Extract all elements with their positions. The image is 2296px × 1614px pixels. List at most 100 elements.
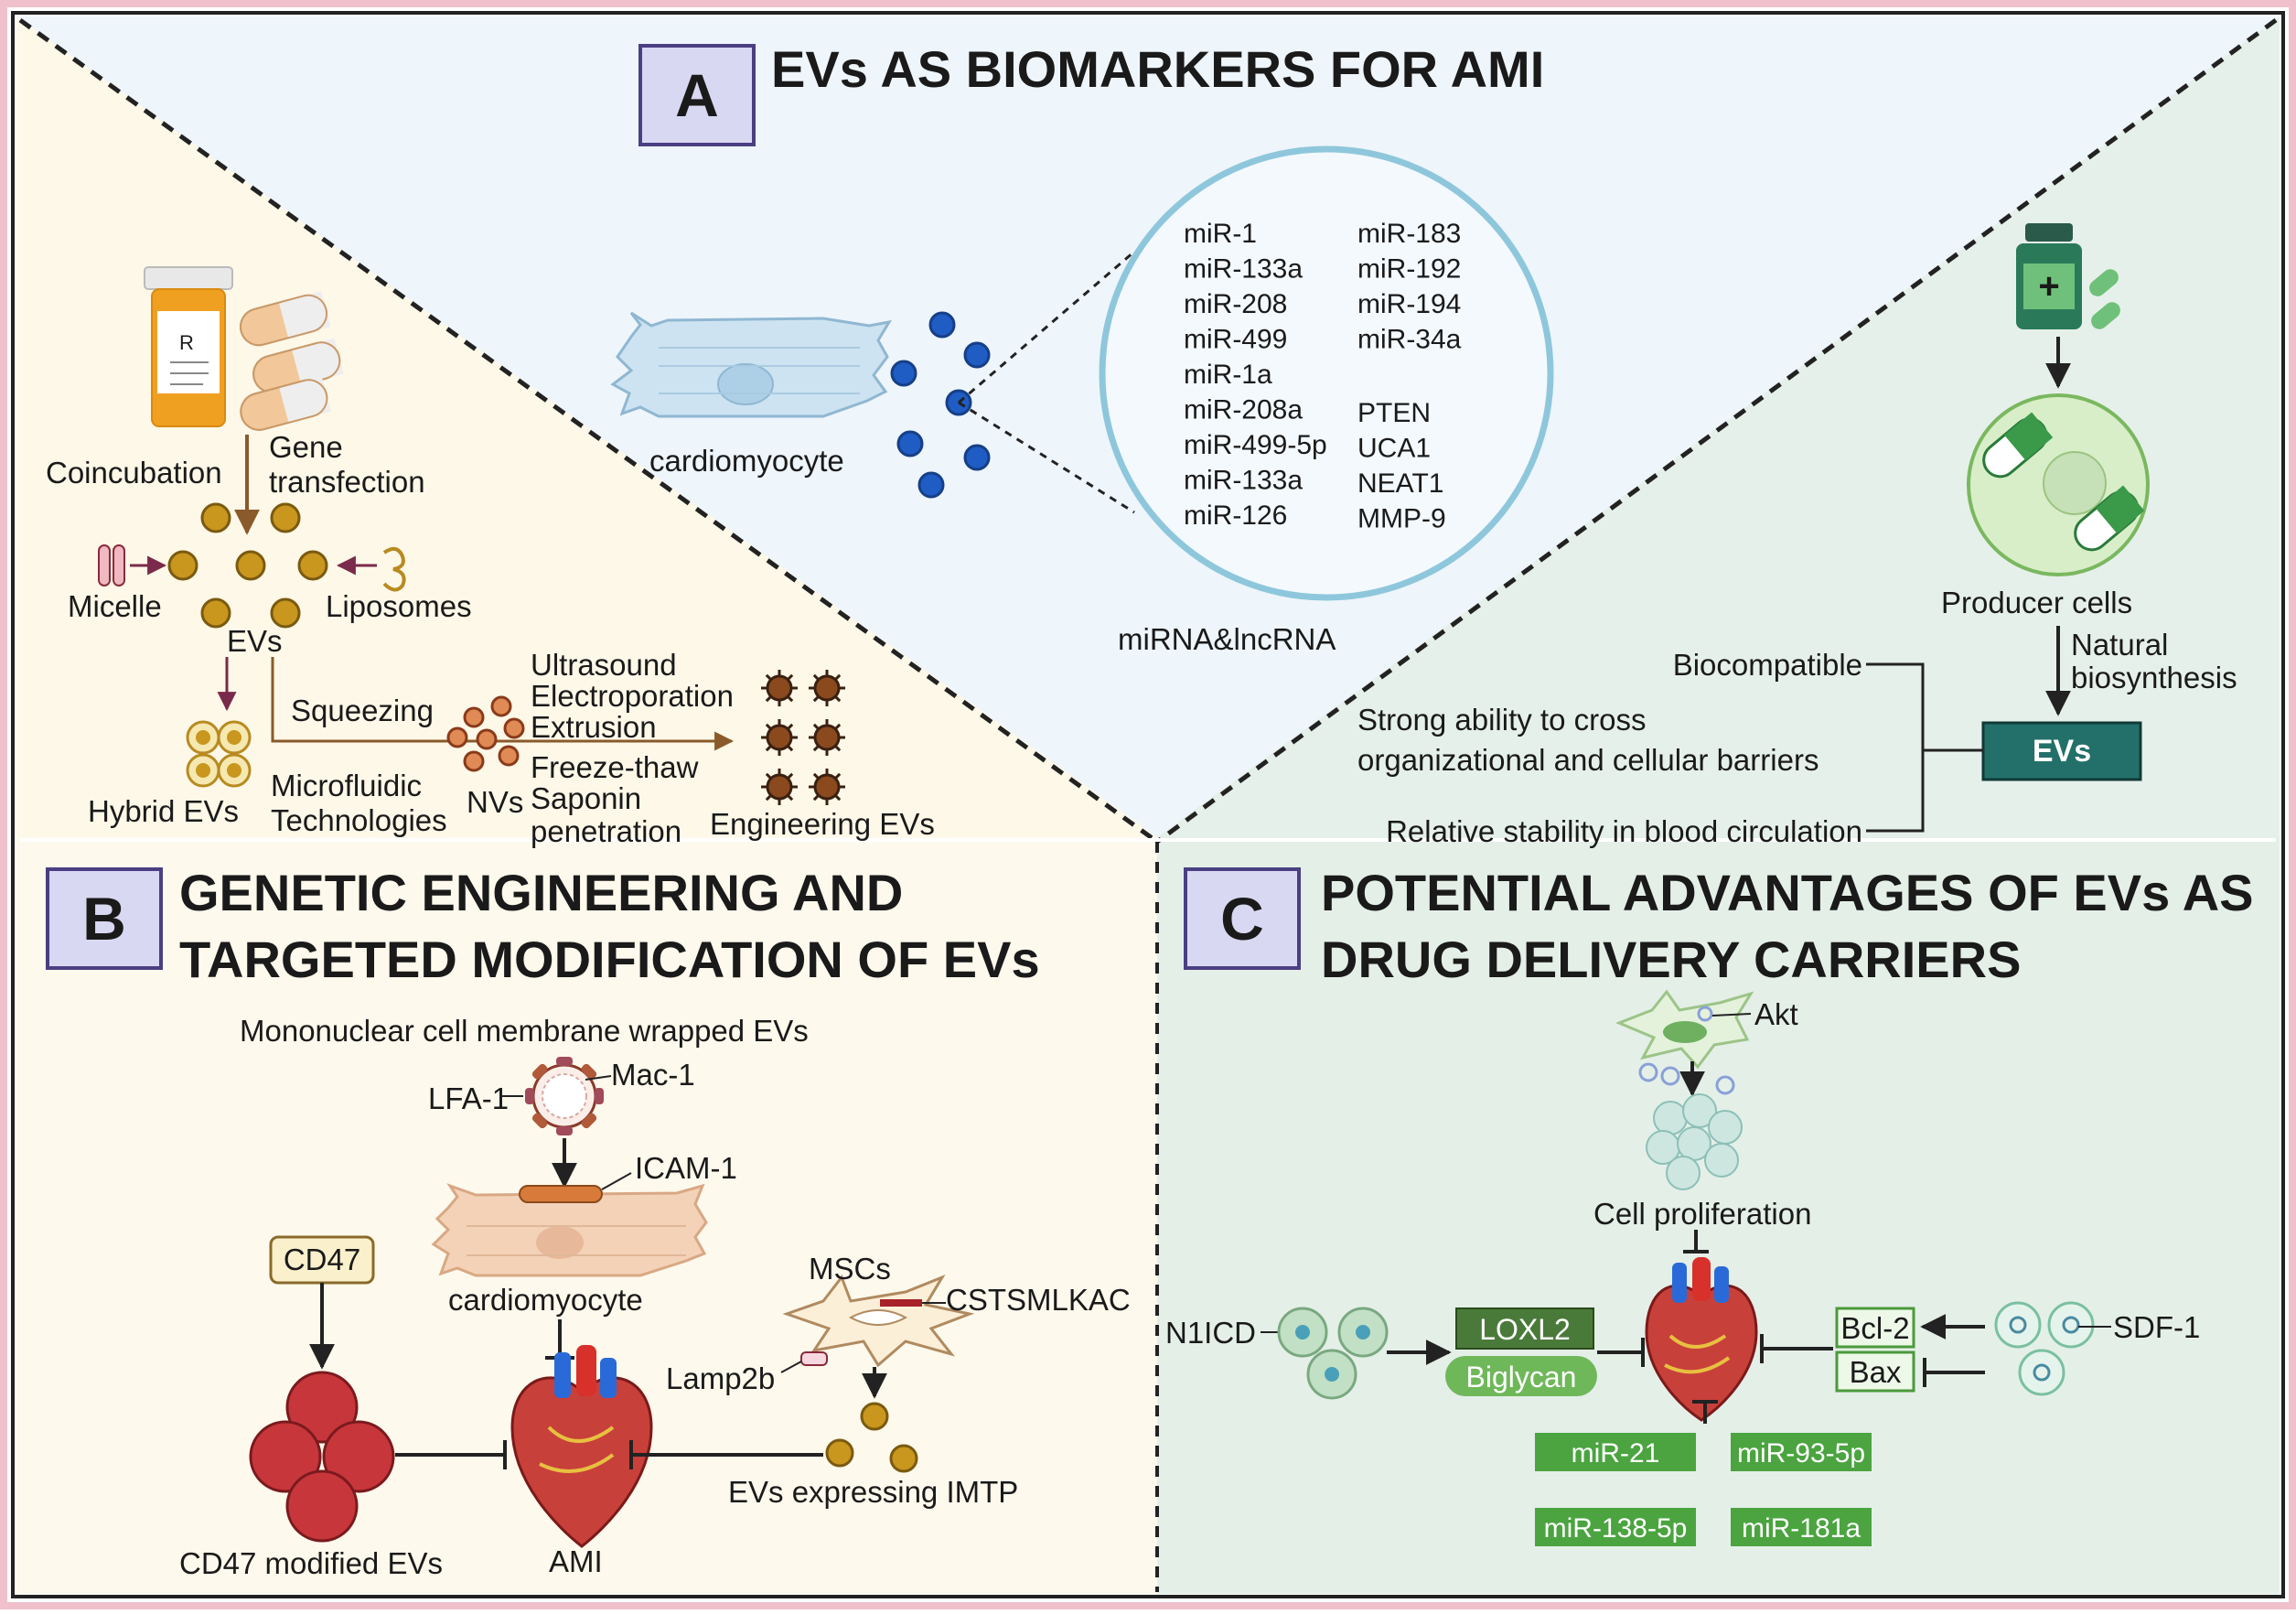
micelle-icon bbox=[98, 544, 125, 586]
left-marker-8: miR-126 bbox=[1184, 500, 1287, 531]
blue-ev-cluster bbox=[890, 311, 991, 499]
label-electroporation: Electroporation bbox=[531, 679, 734, 713]
panel-c-letter-box bbox=[1184, 867, 1301, 970]
label-nvs: NVs bbox=[467, 785, 523, 819]
engineering-ev-0 bbox=[761, 670, 798, 706]
label-cell-proliferation: Cell proliferation bbox=[1593, 1197, 1811, 1231]
receptor-7 bbox=[581, 1063, 597, 1080]
engineering-ev-4 bbox=[761, 769, 798, 805]
drug-bottle-icon: + bbox=[2016, 223, 2082, 329]
icam1-pointer bbox=[601, 1172, 632, 1190]
panel-b-title-line2: TARGETED MODIFICATION OF EVs bbox=[179, 931, 1040, 988]
label-extrusion: Extrusion bbox=[531, 710, 657, 744]
nvs-cluster bbox=[446, 695, 525, 772]
label-bcl2: Bcl-2 bbox=[1840, 1311, 1909, 1345]
cd47-modified-evs-icon bbox=[249, 1371, 395, 1543]
evs-box-label: EVs bbox=[2033, 734, 2091, 769]
left-marker-0: miR-1 bbox=[1184, 219, 1257, 249]
receptor-0 bbox=[595, 1088, 604, 1104]
label-saponin: Saponin bbox=[531, 781, 641, 815]
label-loxl2: LOXL2 bbox=[1479, 1313, 1571, 1346]
label-natural: Natural bbox=[2071, 628, 2168, 662]
receptor-3 bbox=[531, 1113, 548, 1129]
panel-c-letter: C bbox=[1220, 885, 1264, 952]
label-producer-cells: Producer cells bbox=[1941, 586, 2132, 619]
loxl2-box bbox=[1455, 1307, 1594, 1350]
heart-c-icon bbox=[1645, 1257, 1758, 1422]
left-marker-3: miR-499 bbox=[1184, 325, 1287, 355]
label-squeezing: Squeezing bbox=[291, 694, 434, 727]
label-gene: Gene bbox=[269, 430, 343, 464]
label-micelle: Micelle bbox=[68, 589, 162, 623]
label-cd47-modified: CD47 modified EVs bbox=[179, 1546, 443, 1580]
label-n1icd: N1ICD bbox=[1165, 1316, 1256, 1350]
panel-a-letter: A bbox=[675, 61, 719, 129]
right-marker-bottom-1: UCA1 bbox=[1357, 434, 1431, 464]
zoom-line-top bbox=[958, 250, 1135, 404]
left-marker-2: miR-208 bbox=[1184, 289, 1287, 319]
label-liposomes: Liposomes bbox=[326, 589, 472, 623]
lamp2b-protein bbox=[800, 1351, 828, 1366]
label-mononuclear: Mononuclear cell membrane wrapped EVs bbox=[240, 1014, 809, 1048]
left-marker-7: miR-133a bbox=[1184, 466, 1303, 496]
receptor-4 bbox=[525, 1088, 534, 1104]
panel-b-title-line1: GENETIC ENGINEERING AND bbox=[179, 864, 903, 921]
heart-b-icon bbox=[510, 1345, 653, 1548]
right-marker-top-0: miR-183 bbox=[1357, 219, 1461, 249]
panel-c-background bbox=[1157, 837, 2280, 1594]
label-mir21: miR-21 bbox=[1572, 1438, 1660, 1469]
left-marker-list: miR-1miR-133amiR-208miR-499miR-1amiR-208… bbox=[1184, 219, 1327, 531]
mir181-box bbox=[1731, 1508, 1872, 1546]
engineering-ev-5 bbox=[809, 769, 845, 805]
right-marker-bottom-3: MMP-9 bbox=[1357, 504, 1446, 534]
biomarker-circle bbox=[1099, 145, 1554, 601]
label-biocompatible: Biocompatible bbox=[1673, 648, 1862, 682]
engineering-ev-3 bbox=[809, 719, 845, 756]
label-sdf1: SDF-1 bbox=[2113, 1310, 2200, 1344]
label-coincubation: Coincubation bbox=[46, 456, 222, 490]
left-triangle-background bbox=[16, 16, 1157, 837]
bax-box bbox=[1835, 1350, 1915, 1393]
arrow-squeezing bbox=[271, 657, 735, 751]
label-akt: Akt bbox=[1754, 997, 1798, 1031]
left-marker-4: miR-1a bbox=[1184, 360, 1272, 390]
label-mir181: miR-181a bbox=[1742, 1513, 1861, 1544]
label-penetration: penetration bbox=[531, 814, 681, 848]
left-marker-6: miR-499-5p bbox=[1184, 430, 1327, 460]
panel-a-letter-box bbox=[638, 44, 756, 146]
label-bax: Bax bbox=[1850, 1355, 1902, 1389]
icam1-receptor bbox=[519, 1185, 603, 1203]
divider-left-diagonal bbox=[18, 17, 1159, 845]
label-evs: EVs bbox=[227, 624, 283, 658]
right-marker-top-2: miR-194 bbox=[1357, 289, 1461, 319]
label-ami: AMI bbox=[549, 1544, 603, 1578]
capsules-icon bbox=[239, 291, 344, 431]
svg-text:+: + bbox=[2038, 266, 2059, 307]
label-biglycan: Biglycan bbox=[1466, 1361, 1577, 1393]
producer-cell-icon bbox=[1967, 393, 2150, 576]
label-transfection: transfection bbox=[269, 465, 425, 499]
mir138-box bbox=[1535, 1508, 1696, 1546]
bcl2-box bbox=[1835, 1307, 1915, 1349]
panel-c-title-line1: POTENTIAL ADVANTAGES OF EVs AS bbox=[1321, 864, 2254, 921]
label-icam1: ICAM-1 bbox=[635, 1151, 737, 1185]
right-marker-bottom-0: PTEN bbox=[1357, 398, 1431, 428]
label-freeze-thaw: Freeze-thaw bbox=[531, 750, 699, 784]
lamp2b-pointer bbox=[780, 1361, 802, 1373]
biglycan-box bbox=[1445, 1356, 1597, 1396]
receptor-6 bbox=[556, 1057, 573, 1066]
bracket-advantages bbox=[1866, 662, 1925, 833]
cardiomyocyte-cell bbox=[610, 311, 892, 418]
divider-right-diagonal bbox=[1155, 17, 2278, 845]
label-ultrasound: Ultrasound bbox=[531, 648, 677, 682]
label-technologies: Technologies bbox=[271, 803, 447, 837]
panel-a-circle-caption: miRNA&lncRNA bbox=[1118, 622, 1336, 656]
label-lfa1: LFA-1 bbox=[428, 1081, 509, 1115]
evs-box bbox=[1981, 721, 2142, 781]
label-hybrid-evs: Hybrid EVs bbox=[88, 794, 239, 828]
label-mir93: miR-93-5p bbox=[1737, 1438, 1865, 1469]
sdf1-cells-icon bbox=[1994, 1301, 2095, 1396]
